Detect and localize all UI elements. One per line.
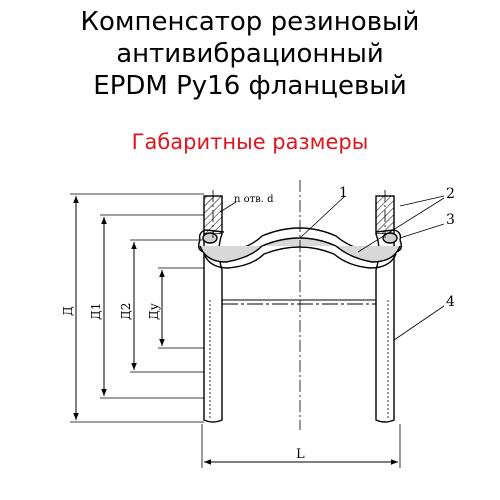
title-line-3: EPDM Ру16 фланцевый <box>93 71 407 101</box>
dimension-lines <box>73 196 398 465</box>
label-dim-D2: Д2 <box>119 303 133 320</box>
title-line-1: Компенсатор резиновый <box>80 7 420 37</box>
label-holes: n отв. d <box>234 194 274 205</box>
extension-lines <box>70 193 401 468</box>
centerlines <box>212 180 386 430</box>
label-dim-D1: Д1 <box>89 303 103 320</box>
label-part-4: 4 <box>446 294 455 310</box>
page-title: Компенсатор резиновый антивибрационный E… <box>0 6 500 102</box>
title-line-2: антивибрационный <box>116 39 384 69</box>
label-dim-D: Д <box>61 306 75 316</box>
label-part-2: 2 <box>446 186 455 202</box>
subtitle: Габаритные размеры <box>131 130 369 154</box>
label-part-3: 3 <box>446 212 455 228</box>
label-part-1: 1 <box>339 185 348 201</box>
label-dim-Du: Ду <box>147 303 161 320</box>
label-dim-L: L <box>296 447 305 462</box>
leader-lines <box>219 195 445 341</box>
body-lower <box>222 299 376 305</box>
